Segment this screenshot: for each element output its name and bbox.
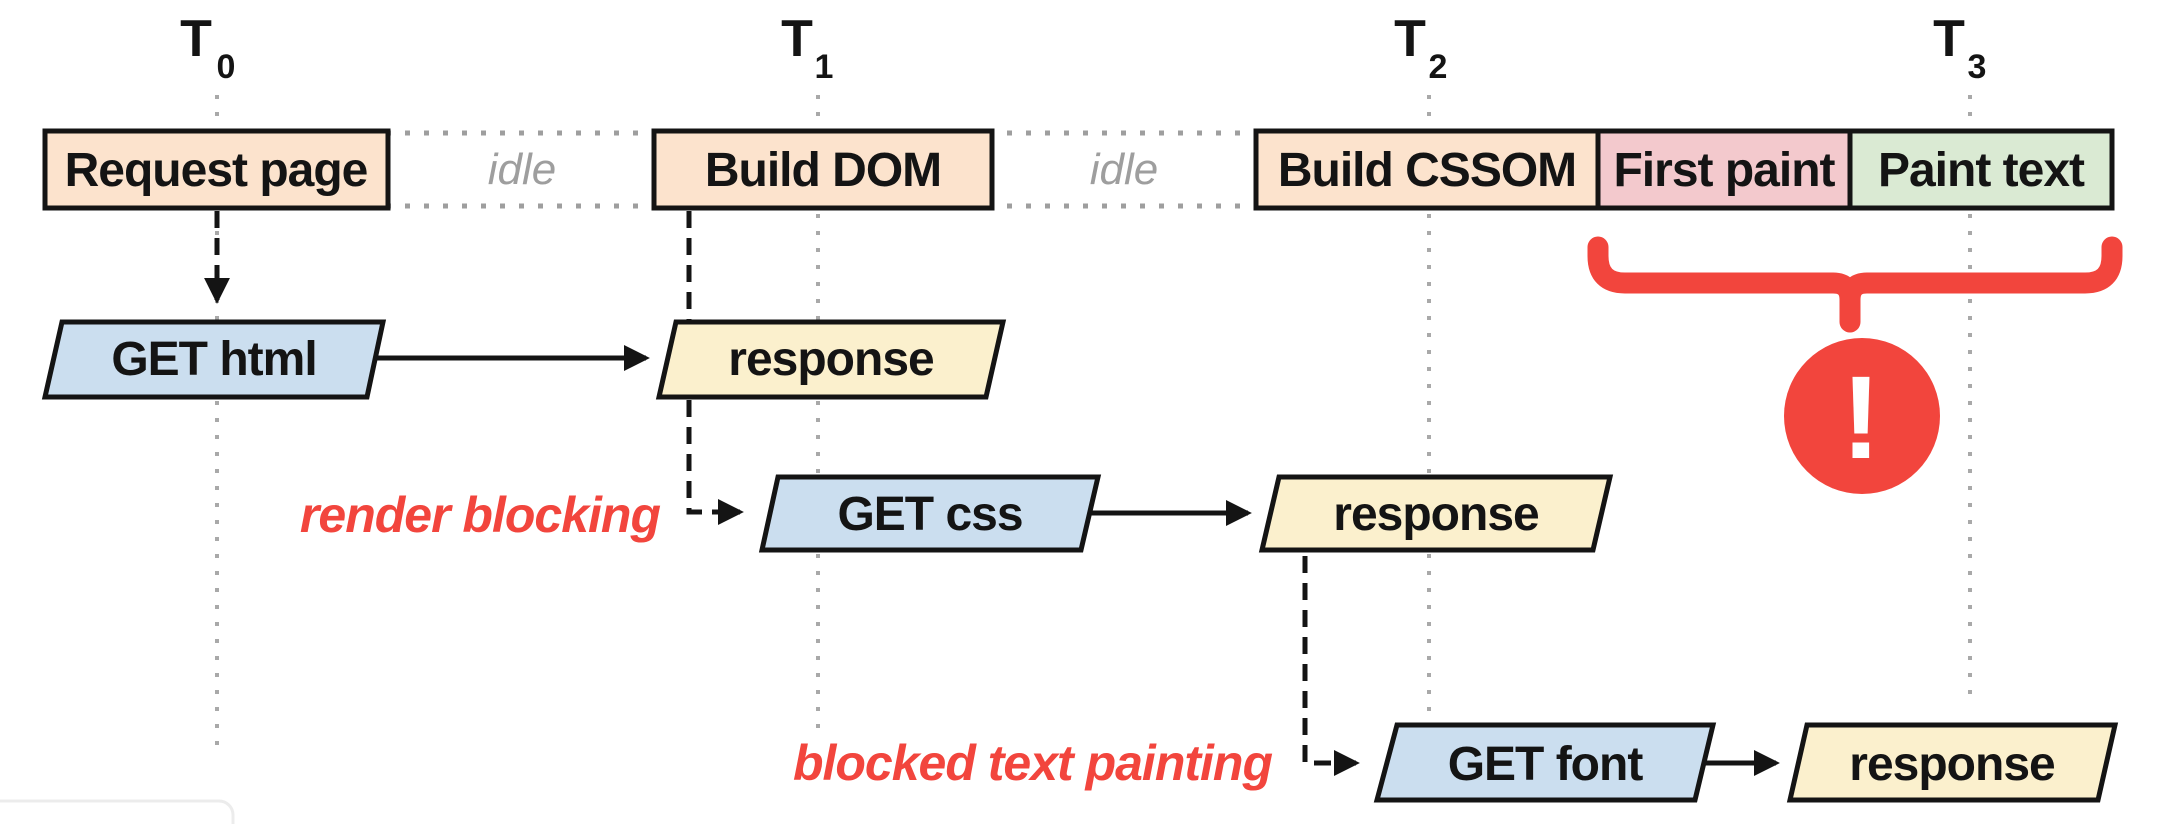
phase-segment-request-page <box>42 128 391 211</box>
response-font-label: response <box>1849 738 2055 791</box>
phase-segment-request-page-label: Request page <box>65 144 368 197</box>
network-row-font: GET font response <box>1373 722 2119 803</box>
timeline-marker-t2-label: T <box>1394 10 1426 68</box>
blocked-text-painting-label: blocked text painting <box>793 735 1273 791</box>
response-font <box>1786 722 2119 803</box>
phase-segment-build-dom <box>651 128 995 211</box>
paint-phase-brace <box>1587 236 2123 333</box>
timeline-marker-t2: T 2 <box>1394 10 1447 86</box>
response-css <box>1258 474 1614 553</box>
timeline-marker-t0: T 0 <box>180 10 235 86</box>
phase-bar: Request page idle Build DOM idle Build C… <box>42 128 2115 211</box>
timeline-marker-t1-subscript: 1 <box>815 48 834 86</box>
timeline-marker-t3-label: T <box>1933 10 1965 68</box>
response-html-label: response <box>728 333 934 386</box>
alert-icon-exclamation: ! <box>1841 352 1880 484</box>
phase-segment-build-dom-label: Build DOM <box>705 144 941 197</box>
render-blocking-label: render blocking <box>300 487 661 543</box>
idle-label-2: idle <box>1090 145 1159 194</box>
timeline-marker-t3: T 3 <box>1933 10 1986 86</box>
phase-segment-build-cssom-label: Build CSSOM <box>1278 144 1576 197</box>
network-row-html: GET html response <box>41 319 1007 400</box>
phase-segment-paint-text-label: Paint text <box>1878 144 2085 197</box>
timeline-marker-t1: T 1 <box>781 10 833 86</box>
timeline-marker-t3-subscript: 3 <box>1968 48 1987 86</box>
request-get-css-label: GET css <box>837 488 1022 541</box>
timeline-marker-t1-label: T <box>781 10 813 68</box>
request-get-css <box>758 474 1102 553</box>
response-html <box>655 319 1007 400</box>
network-row-css: GET css response <box>758 474 1614 553</box>
connector-css-response-to-get-font <box>1302 556 1360 776</box>
background-card-corner <box>0 799 235 824</box>
idle-label-1: idle <box>488 145 557 194</box>
connector-build-dom-to-get-css <box>686 211 744 525</box>
phase-segment-first-paint <box>1595 128 1853 211</box>
alert-icon <box>1784 338 1940 494</box>
request-get-font-label: GET font <box>1448 738 1644 791</box>
phase-segment-first-paint-label: First paint <box>1613 144 1835 197</box>
response-css-label: response <box>1333 488 1539 541</box>
request-get-font <box>1373 722 1717 803</box>
request-get-html <box>41 319 387 400</box>
timeline-marker-t0-subscript: 0 <box>217 48 236 86</box>
timeline-marker-t0-label: T <box>180 10 212 68</box>
timeline-marker-t2-subscript: 2 <box>1429 48 1448 86</box>
phase-segment-paint-text <box>1847 128 2115 211</box>
request-get-html-label: GET html <box>111 333 316 386</box>
